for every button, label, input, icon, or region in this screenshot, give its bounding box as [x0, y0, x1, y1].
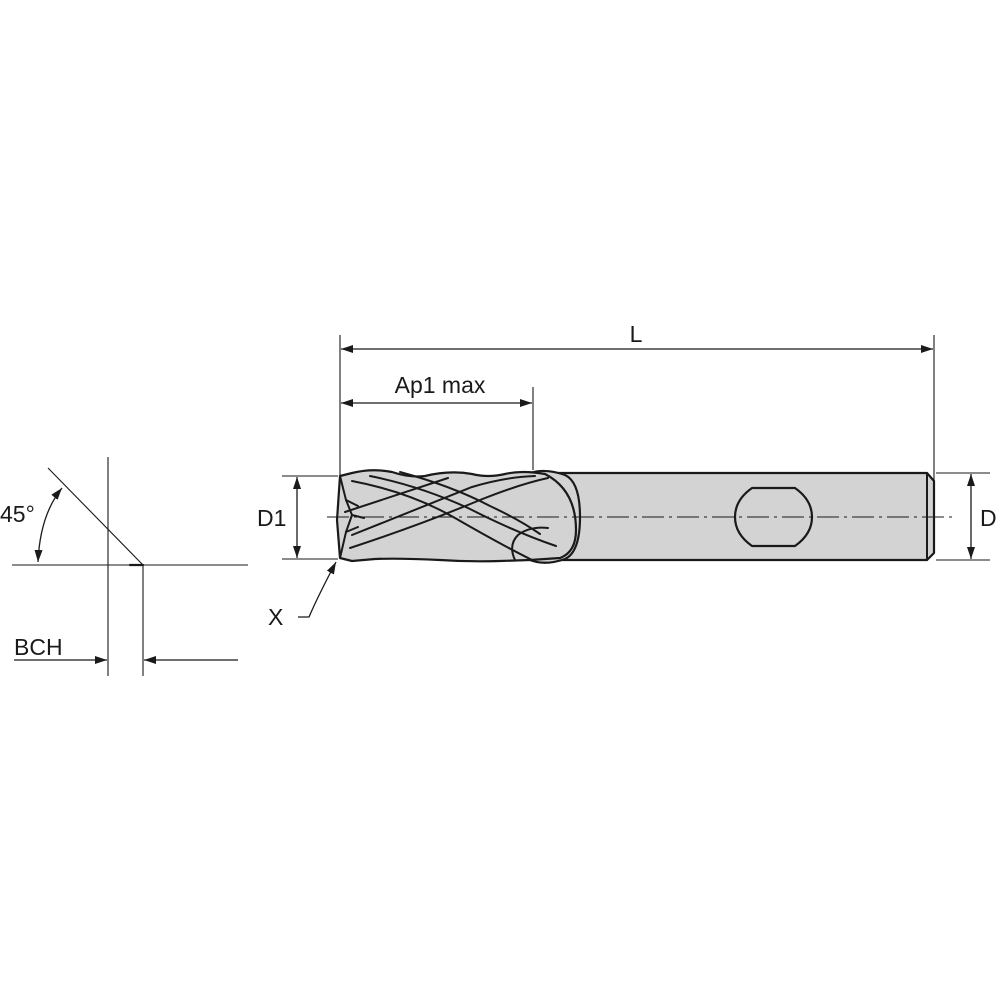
label-BCH: BCH: [14, 634, 63, 660]
flute-edge-1: [351, 480, 533, 561]
label-L: L: [630, 321, 643, 347]
label-D1: D1: [257, 505, 286, 531]
flute-edge-5: [349, 477, 549, 549]
dimension-D1: D1: [257, 475, 338, 560]
label-angle: 45°: [0, 501, 35, 527]
flute-edge-6: [344, 477, 449, 513]
label-D: D: [980, 505, 997, 531]
flute-body: [335, 469, 578, 563]
dimension-L: L: [339, 321, 935, 481]
label-X: X: [268, 604, 283, 630]
flute-edge-4: [351, 475, 536, 536]
end-mill-tool: [335, 469, 936, 564]
dimension-D: D: [936, 472, 997, 561]
flute-edge-7: [511, 526, 549, 561]
leader-X: X: [268, 561, 337, 630]
chamfer-detail: 45° BCH: [0, 457, 248, 676]
label-ap1-max: Ap1 max: [395, 372, 486, 398]
flute-edge-3: [399, 471, 541, 535]
flute-edge-2: [369, 475, 557, 547]
weldon-flat: [733, 486, 814, 548]
dimension-ap1-max: Ap1 max: [341, 372, 534, 470]
